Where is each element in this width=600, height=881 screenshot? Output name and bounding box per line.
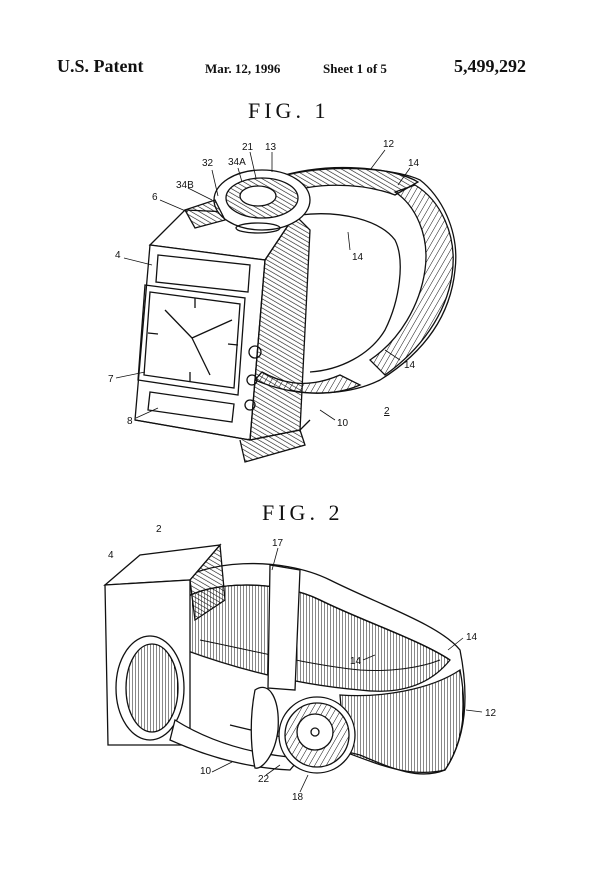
fig2-title: FIG. 2 (262, 500, 344, 525)
fig1-ref: 10 (337, 418, 349, 429)
fig1-ref: 14 (408, 158, 420, 169)
fig1-ref: 7 (108, 374, 114, 385)
fig2-ref: 22 (258, 774, 270, 785)
fig1-ref: 21 (242, 142, 254, 153)
fig2-ref: 2 (156, 524, 162, 535)
fig1-ref: 12 (383, 139, 395, 150)
fig1-ref: 13 (265, 142, 277, 153)
sheet-number: Sheet 1 of 5 (323, 61, 387, 76)
fig2-ref: 14 (466, 632, 478, 643)
fig2-leaders (211, 547, 483, 793)
fig1-ref: 34A (228, 157, 246, 168)
patent-date: Mar. 12, 1996 (205, 61, 281, 76)
fig1-refs: 21 13 12 34A 32 14 34B 6 14 4 14 7 2 8 1… (108, 139, 420, 429)
fig1-ref: 34B (176, 180, 194, 191)
fig1-ref: 32 (202, 158, 214, 169)
fig2-ref: 17 (272, 538, 284, 549)
fig1-ref: 4 (115, 250, 121, 261)
patent-number: 5,499,292 (454, 56, 526, 76)
fig2-refs: 2 4 17 14 14 12 10 22 18 (108, 524, 497, 803)
fig1-ref: 8 (127, 416, 133, 427)
fig2-ref: 18 (292, 792, 304, 803)
fig1-ref: 14 (352, 252, 364, 263)
fig1-leaders (115, 149, 411, 421)
fig2-ref: 12 (485, 708, 497, 719)
fig2-ref: 10 (200, 766, 212, 777)
fig2-drawing (103, 543, 466, 775)
fig2-ref: 4 (108, 550, 114, 561)
fig2-ref: 14 (350, 656, 362, 667)
fig1-title: FIG. 1 (248, 98, 330, 123)
patent-label: U.S. Patent (57, 56, 144, 76)
fig1-ref: 14 (404, 360, 416, 371)
fig1-ref: 2 (384, 406, 390, 417)
fig1-drawing (134, 166, 457, 463)
fig1-ref: 6 (152, 192, 158, 203)
